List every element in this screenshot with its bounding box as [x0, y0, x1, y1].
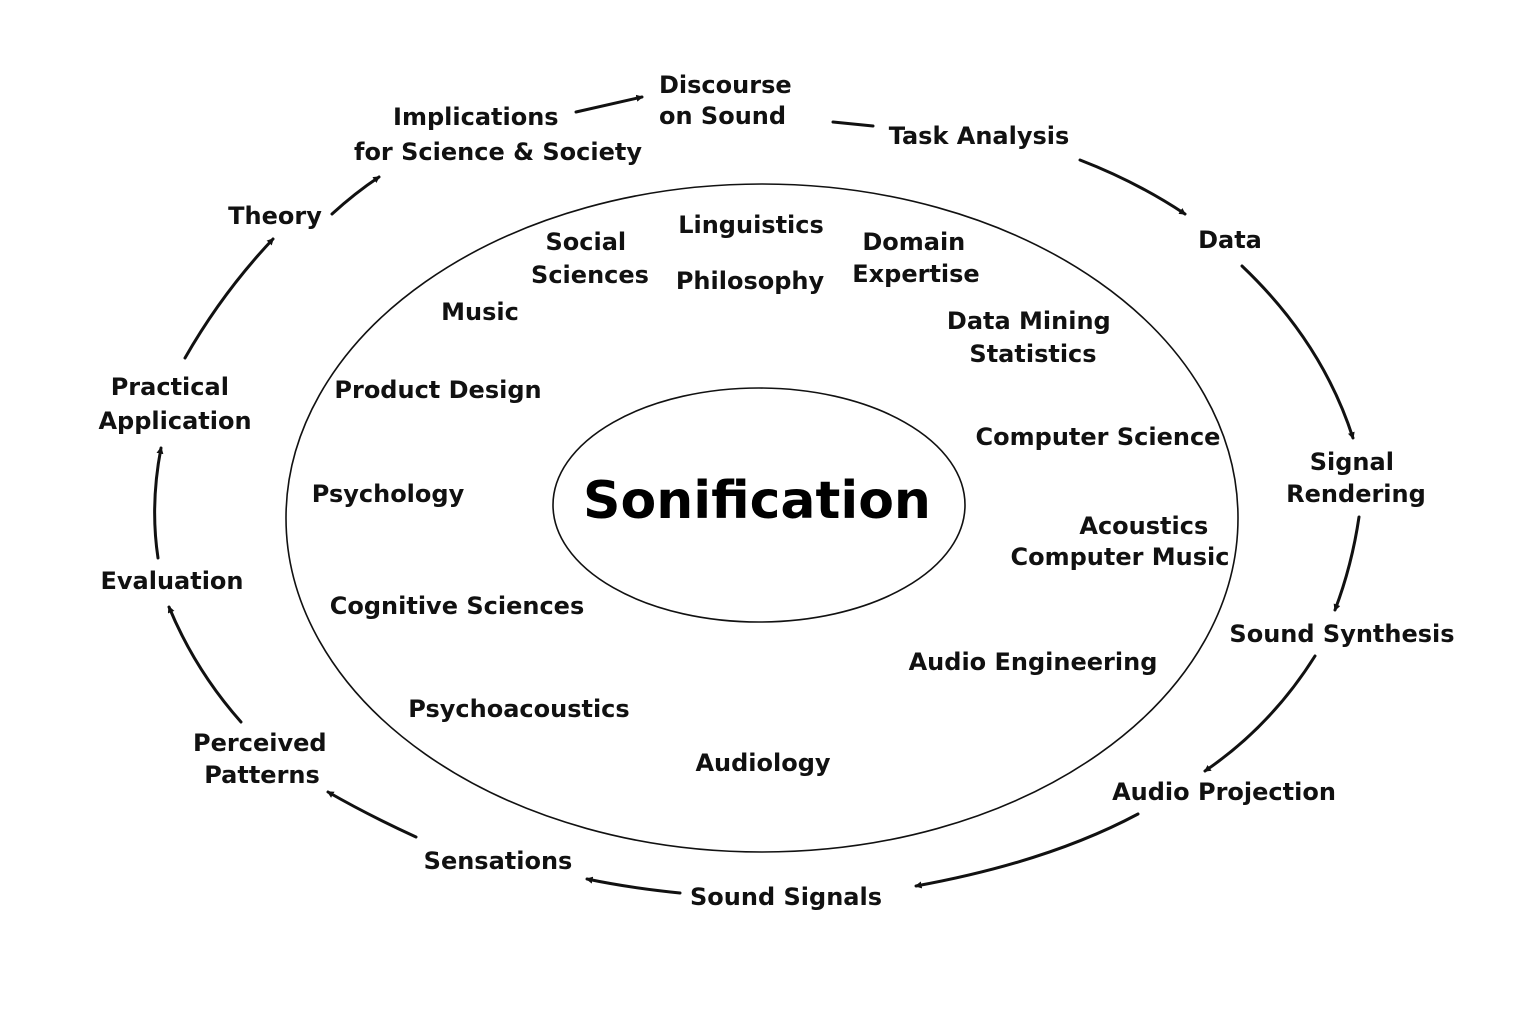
step-task-analysis: Task Analysis — [889, 122, 1070, 150]
step-sensations: Sensations — [424, 847, 573, 875]
discipline-audiology: Audiology — [695, 749, 830, 777]
discipline-data-mining-statistics: Data Mining Statistics — [947, 307, 1119, 368]
step-theory: Theory — [228, 202, 322, 230]
arrow-implications-to-discourse — [574, 94, 644, 114]
discipline-computer-science: Computer Science — [976, 423, 1221, 451]
arrow-sensations-to-perceived-patterns — [326, 790, 418, 839]
center-title: Sonification — [583, 471, 931, 531]
flow-arrows — [153, 94, 1361, 895]
step-signal-rendering: Signal Rendering — [1286, 448, 1426, 508]
arrow-evaluation-to-practical-application — [153, 446, 164, 560]
step-discourse: Discourse on Sound — [659, 71, 800, 130]
disciplines: Linguistics Philosophy Social Sciences D… — [312, 211, 1230, 777]
arrow-task-analysis-to-data — [1078, 158, 1187, 216]
arrow-perceived-patterns-to-evaluation — [167, 605, 243, 724]
arrow-practical-application-to-theory — [183, 237, 275, 360]
discipline-social-sciences: Social Sciences — [531, 228, 649, 289]
discipline-cognitive-sciences: Cognitive Sciences — [330, 592, 584, 620]
outer-discipline-ring — [285, 183, 1239, 853]
arrow-sound-synthesis-to-audio-projection — [1203, 654, 1317, 773]
step-audio-projection: Audio Projection — [1112, 778, 1336, 806]
discipline-domain-expertise: Domain Expertise — [852, 228, 979, 288]
arrow-sound-signals-to-sensations — [585, 876, 682, 895]
step-practical-application: Practical Application — [98, 373, 251, 435]
arrow-data-to-signal-rendering — [1240, 264, 1355, 440]
discipline-philosophy: Philosophy — [676, 267, 825, 295]
connector-discourse-to-task-analysis — [831, 120, 875, 128]
step-perceived-patterns: Perceived Patterns — [193, 729, 335, 789]
process-cycle: Implications for Science & Society Disco… — [98, 71, 1454, 911]
step-implications: Implications for Science & Society — [354, 103, 642, 166]
step-sound-synthesis: Sound Synthesis — [1229, 620, 1454, 648]
step-data: Data — [1198, 226, 1262, 254]
discipline-psychology: Psychology — [312, 480, 465, 508]
discipline-music: Music — [441, 298, 519, 326]
arrow-theory-to-implications — [330, 175, 381, 216]
discipline-product-design: Product Design — [334, 376, 541, 404]
discipline-linguistics: Linguistics — [678, 211, 824, 239]
inner-center-ring — [552, 387, 966, 623]
discipline-psychoacoustics: Psychoacoustics — [408, 695, 629, 723]
step-evaluation: Evaluation — [100, 567, 243, 595]
arrow-signal-rendering-to-sound-synthesis — [1333, 515, 1361, 612]
step-sound-signals: Sound Signals — [690, 883, 882, 911]
discipline-audio-engineering: Audio Engineering — [909, 648, 1158, 676]
discipline-acoustics-computer-music: Acoustics Computer Music — [1010, 512, 1229, 571]
arrow-audio-projection-to-sound-signals — [914, 812, 1140, 889]
